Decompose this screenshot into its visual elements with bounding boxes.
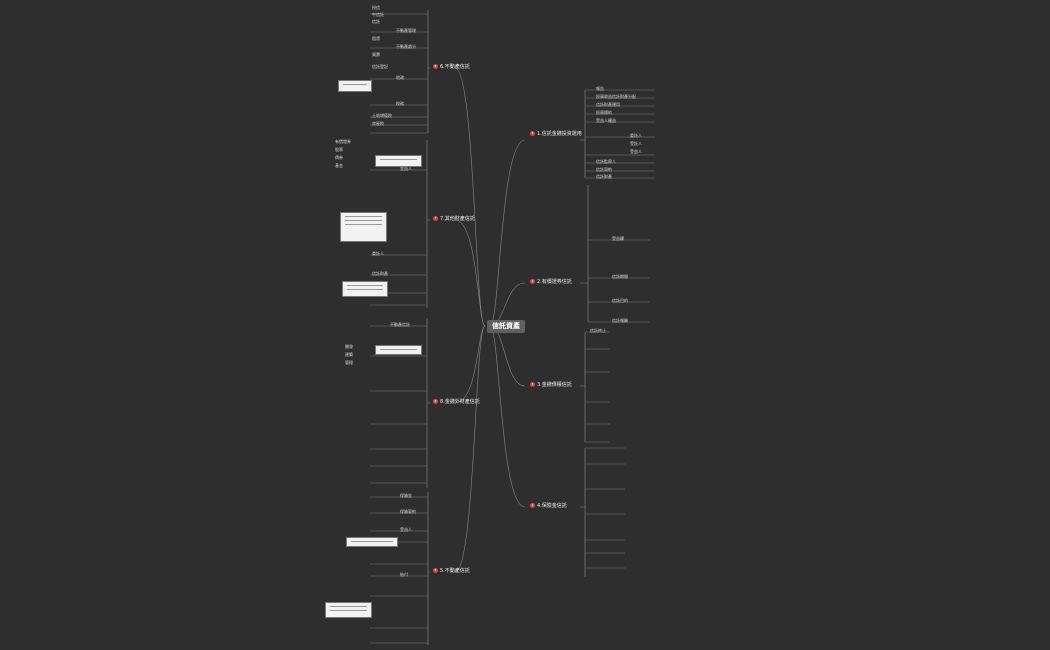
node-r11[interactable]: 信託財產 [596,174,612,179]
node-l15[interactable]: 債券 [335,155,343,160]
node-r4[interactable]: 投資標的 [596,110,612,115]
node-r8[interactable]: 受益人 [630,149,642,154]
node-l2[interactable]: 中信託 [372,12,384,17]
priority-3-icon: 3 [530,382,535,387]
attached-image[interactable] [375,345,422,355]
priority-1-icon: 1 [530,131,535,136]
priority-4-icon: 4 [530,503,535,508]
node-r9[interactable]: 信託監察人 [596,159,616,164]
root-node[interactable]: 信託資產 [487,320,525,333]
node-r12[interactable]: 受益權 [612,236,624,241]
node-r3[interactable]: 信託財產運用 [596,102,620,107]
node-r5[interactable]: 受益人權益 [596,118,616,123]
node-s2[interactable]: 保險契約 [400,509,416,514]
node-r16[interactable]: 信託終止 [590,328,606,333]
node-l22[interactable]: 開發 [345,344,353,349]
node-l13[interactable]: 有價證券 [335,139,351,144]
node-l16[interactable]: 基金 [335,163,343,168]
attached-image[interactable] [340,212,387,242]
attached-image[interactable] [342,281,388,297]
attached-image[interactable] [375,155,422,167]
priority-8-icon: 8 [433,399,438,404]
node-l24[interactable]: 管理 [345,360,353,365]
node-l5[interactable]: 不動產處分 [396,44,416,49]
node-r7[interactable]: 受託人 [630,141,642,146]
node-l21[interactable]: 不動產信託 [390,322,410,327]
node-r13[interactable]: 信託期間 [612,274,628,279]
node-l4[interactable]: 不動產管理 [396,28,416,33]
priority-6-icon: 6 [433,64,438,69]
node-l9[interactable]: 地政 [396,75,404,80]
node-l3[interactable]: 信託 [372,19,380,24]
node-l17[interactable]: 受益人 [400,166,412,171]
attached-image[interactable] [338,80,372,92]
priority-2-icon: 2 [530,279,535,284]
node-l6[interactable]: 租賃 [372,36,380,41]
node-l1[interactable]: 授信 [372,5,380,10]
attached-image[interactable] [346,537,398,547]
node-r2[interactable]: 投資收益信託財產分配 [596,94,636,99]
priority-7-icon: 7 [433,216,438,221]
priority-5-icon: 5 [433,568,438,573]
node-l18[interactable]: 委託人 [372,251,384,256]
node-l10[interactable]: 稅務 [396,101,404,106]
node-l19[interactable]: 信託財產 [372,271,388,276]
node-r14[interactable]: 信託目的 [612,298,628,303]
node-l11[interactable]: 土地增值稅 [372,113,392,118]
attached-image[interactable] [325,602,372,618]
node-r6[interactable]: 委託人 [630,133,642,138]
node-l23[interactable]: 建築 [345,352,353,357]
node-l7[interactable]: 買賣 [372,52,380,57]
node-r10[interactable]: 信託契約 [596,167,612,172]
node-s4[interactable]: 給付 [400,572,408,577]
node-r1[interactable]: 報告 [596,86,604,91]
node-l8[interactable]: 信託登記 [372,64,388,69]
node-l12[interactable]: 房屋稅 [372,121,384,126]
node-l14[interactable]: 股票 [335,147,343,152]
node-s3[interactable]: 受益人 [400,527,412,532]
node-s1[interactable]: 保險金 [400,493,412,498]
node-r15[interactable]: 信託報酬 [612,318,628,323]
